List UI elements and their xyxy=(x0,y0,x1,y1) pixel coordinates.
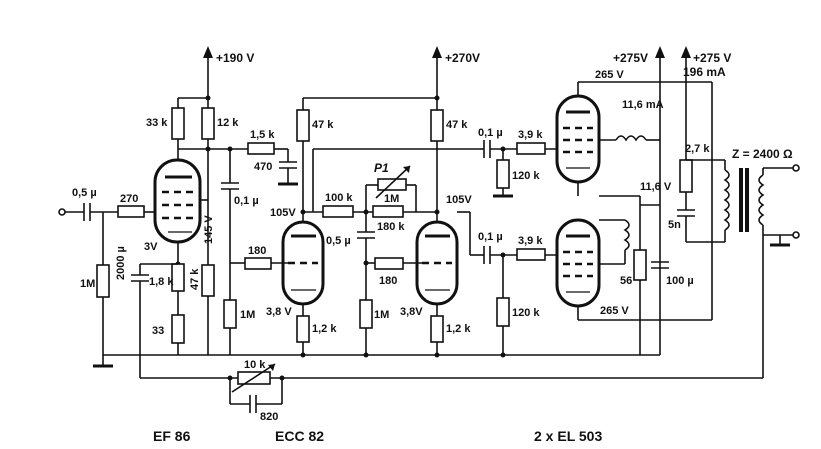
supply-190v: +190 V xyxy=(203,46,254,100)
v-k-label: 3V xyxy=(144,241,158,253)
v-screen-label: 145 V xyxy=(203,215,215,244)
supply-275v-a: +275V xyxy=(613,46,665,80)
supply-275v-a-label: +275V xyxy=(613,51,648,65)
stage1-ef86: 0,5 µ 270 1M 33 k 12 k 145 V xyxy=(58,95,298,368)
r-load-l-label: 47 k xyxy=(312,119,334,131)
z-label: Z = 2400 Ω xyxy=(732,147,793,161)
r-screen-label: 12 k xyxy=(217,117,239,129)
rg-bot-label: 120 k xyxy=(512,307,540,319)
stage2-ecc82: 47 k 105V 47 k 105V 100 k 180 k xyxy=(223,95,480,358)
r-180-m-label: 180 xyxy=(379,275,397,287)
r-27k-label: 2,7 k xyxy=(685,143,710,155)
v-bot-label: 265 V xyxy=(600,305,629,317)
r-filter-label: 1,5 k xyxy=(250,129,275,141)
r-100k-label: 100 k xyxy=(325,192,353,204)
r-gleak-label: 1M xyxy=(80,278,95,290)
c-100-label: 100 µ xyxy=(666,275,694,287)
r-1m-l-label: 1M xyxy=(240,309,255,321)
stage3-el503: 0,1 µ 3,9 k 120 k 0,1 µ 3,9 k 120 k xyxy=(457,69,800,378)
v-r-label: 105V xyxy=(446,194,472,206)
r-anode-label: 33 k xyxy=(146,117,168,129)
supply-275v-b: +275 V 196 mA xyxy=(681,46,731,80)
r-1m-m-label: 1M xyxy=(374,309,389,321)
vk-l-label: 3,8 V xyxy=(266,306,292,318)
r-bot-label: 3,9 k xyxy=(518,235,543,247)
supply-270v-label: +270V xyxy=(445,51,480,65)
supply-190v-label: +190 V xyxy=(216,51,254,65)
rk-r-label: 1,2 k xyxy=(446,323,471,335)
r-grid-label: 270 xyxy=(120,193,138,205)
r-180k-label: 180 k xyxy=(377,221,405,233)
c-820-label: 820 xyxy=(260,411,278,423)
v-cath-label: 11,6 V xyxy=(640,181,672,193)
tube-name-ecc82: ECC 82 xyxy=(275,428,324,444)
tube-name-el503: 2 x EL 503 xyxy=(534,428,602,444)
c-top-label: 0,1 µ xyxy=(478,127,503,139)
c-bot-label: 0,1 µ xyxy=(478,231,503,243)
r-56-label: 56 xyxy=(620,275,632,287)
c-k-label: 2000 µ xyxy=(115,246,127,280)
r-10k-label: 10 k xyxy=(244,359,266,371)
r-load-r-label: 47 k xyxy=(446,119,468,131)
rg-top-label: 120 k xyxy=(512,170,540,182)
c-in-label: 0,5 µ xyxy=(72,187,97,199)
r-180-l-label: 180 xyxy=(248,245,266,257)
r-k1-label: 1,8 k xyxy=(149,276,174,288)
ef86-tube xyxy=(153,158,202,244)
vk-r-label: 3,8V xyxy=(400,306,423,318)
output-terminal-gnd xyxy=(792,231,800,239)
v-top-label: 265 V xyxy=(595,69,624,81)
rk-l-label: 1,2 k xyxy=(312,323,337,335)
r-47k-label: 47 k xyxy=(189,268,201,290)
c-05-label: 0,5 µ xyxy=(326,235,351,247)
pot-val-label: 1M xyxy=(384,193,399,205)
r-k2-label: 33 xyxy=(152,325,164,337)
c-screen-label: 0,1 µ xyxy=(234,195,259,207)
input-terminal xyxy=(58,208,66,216)
supply-current-label: 196 mA xyxy=(683,65,726,79)
i-top-label: 11,6 mA xyxy=(622,99,664,111)
output-terminal-hot xyxy=(792,164,800,172)
supply-275v-b-label: +275 V xyxy=(693,51,731,65)
tube-name-ef86: EF 86 xyxy=(153,428,191,444)
r-top-label: 3,9 k xyxy=(518,129,543,141)
c-filter-label: 470 xyxy=(254,161,272,173)
feedback-network: 10 k 820 xyxy=(139,304,763,423)
c-5n-label: 5n xyxy=(668,219,681,231)
v-l-label: 105V xyxy=(270,207,296,219)
supply-270v: +270V xyxy=(432,46,480,100)
pot-label: P1 xyxy=(374,161,389,175)
